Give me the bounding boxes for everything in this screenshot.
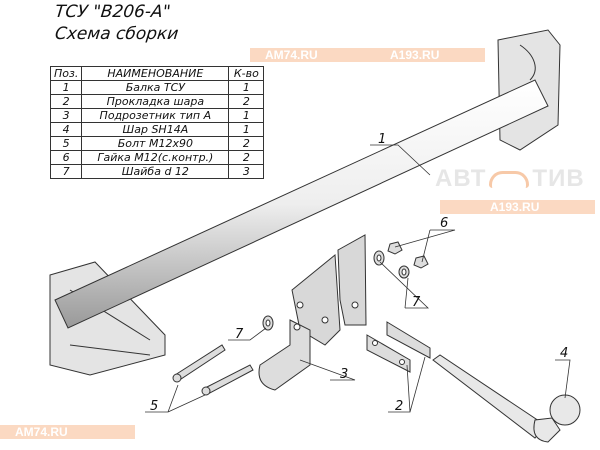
cell-pos: 4 (49, 122, 83, 137)
callout-6: 6 (440, 216, 448, 231)
ball-spacers (366, 321, 431, 373)
callout-numbers: 1 2 3 4 5 6 7 7 (150, 132, 568, 414)
cell-qty: 1 (228, 80, 265, 95)
header-name: НАИМЕНОВАНИЕ (81, 66, 230, 81)
watermark-brand-right: ТИВ (532, 165, 585, 192)
cell-qty: 3 (228, 164, 265, 179)
header-pos: Поз. (49, 66, 83, 81)
bolts (172, 344, 254, 396)
watermark-site: A193.RU (390, 48, 440, 62)
mounting-plates (291, 234, 367, 346)
cell-pos: 7 (49, 164, 83, 179)
tow-beam (54, 79, 549, 329)
callout-4: 4 (560, 346, 568, 361)
watermark-site: A193.RU (490, 200, 540, 214)
callout-7-left: 7 (235, 327, 244, 342)
watermark-brand-left: АВТ (435, 165, 487, 192)
cell-name: Шайба d 12 (81, 164, 230, 179)
callout-7-right: 7 (412, 295, 421, 310)
callout-1: 1 (378, 132, 386, 147)
leader-lines (145, 144, 571, 413)
washers-and-nuts (262, 241, 429, 331)
callout-3: 3 (340, 367, 348, 382)
watermark-bar: A193.RU (440, 200, 595, 214)
watermark-site: AM74.RU (15, 425, 68, 439)
cell-name: Шар SH14A (81, 122, 230, 137)
callout-2: 2 (395, 399, 403, 414)
car-logo-icon (489, 171, 530, 189)
watermark-site: AM74.RU (265, 48, 318, 62)
tow-ball (432, 354, 581, 443)
watermark-bar: AM74.RU A193.RU (250, 48, 485, 62)
watermark-brand: АВТ ТИВ (435, 165, 585, 193)
socket-plate (258, 319, 311, 391)
callout-5: 5 (150, 399, 158, 414)
watermark-bar: AM74.RU (0, 425, 135, 439)
